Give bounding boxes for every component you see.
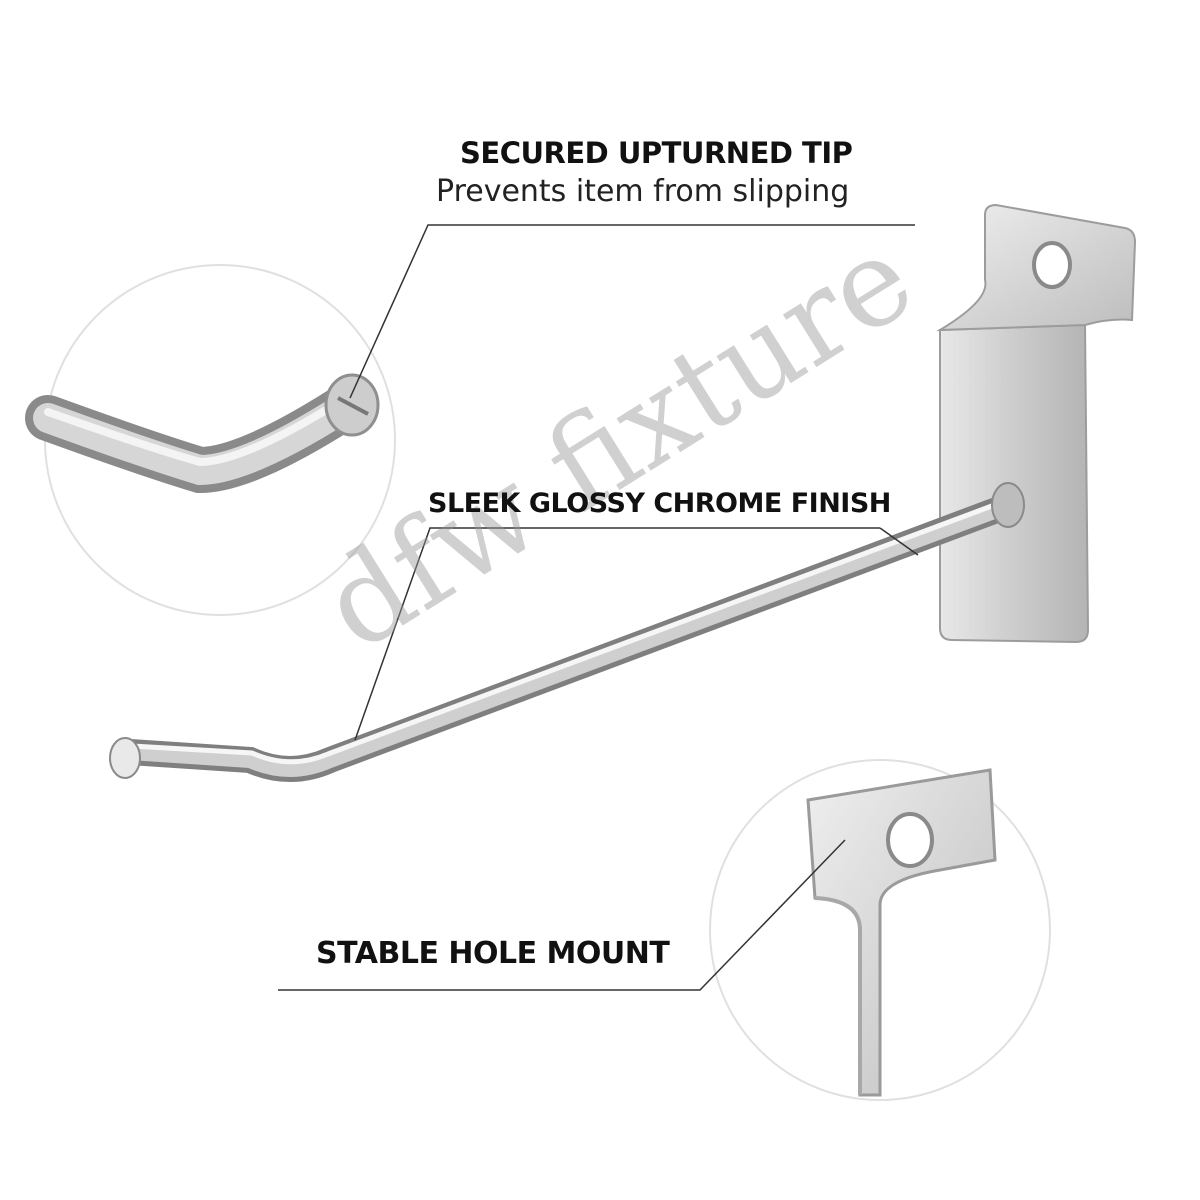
tip-callout-subtitle: Prevents item from slipping (436, 174, 850, 209)
finish-callout-title: SLEEK GLOSSY CHROME FINISH (428, 488, 891, 519)
tip-leader-line (349, 224, 915, 399)
slatwall-hook (109, 203, 1137, 782)
tip-detail-circle (25, 264, 396, 616)
mount-detail-circle (709, 759, 1051, 1101)
finish-pointer-line (879, 527, 919, 556)
mount-leader-line (278, 839, 846, 991)
callout-lines (278, 224, 919, 991)
mount-callout-title: STABLE HOLE MOUNT (316, 936, 670, 971)
tip-callout-title: SECURED UPTURNED TIP (460, 136, 853, 170)
finish-leader-line (354, 527, 880, 741)
